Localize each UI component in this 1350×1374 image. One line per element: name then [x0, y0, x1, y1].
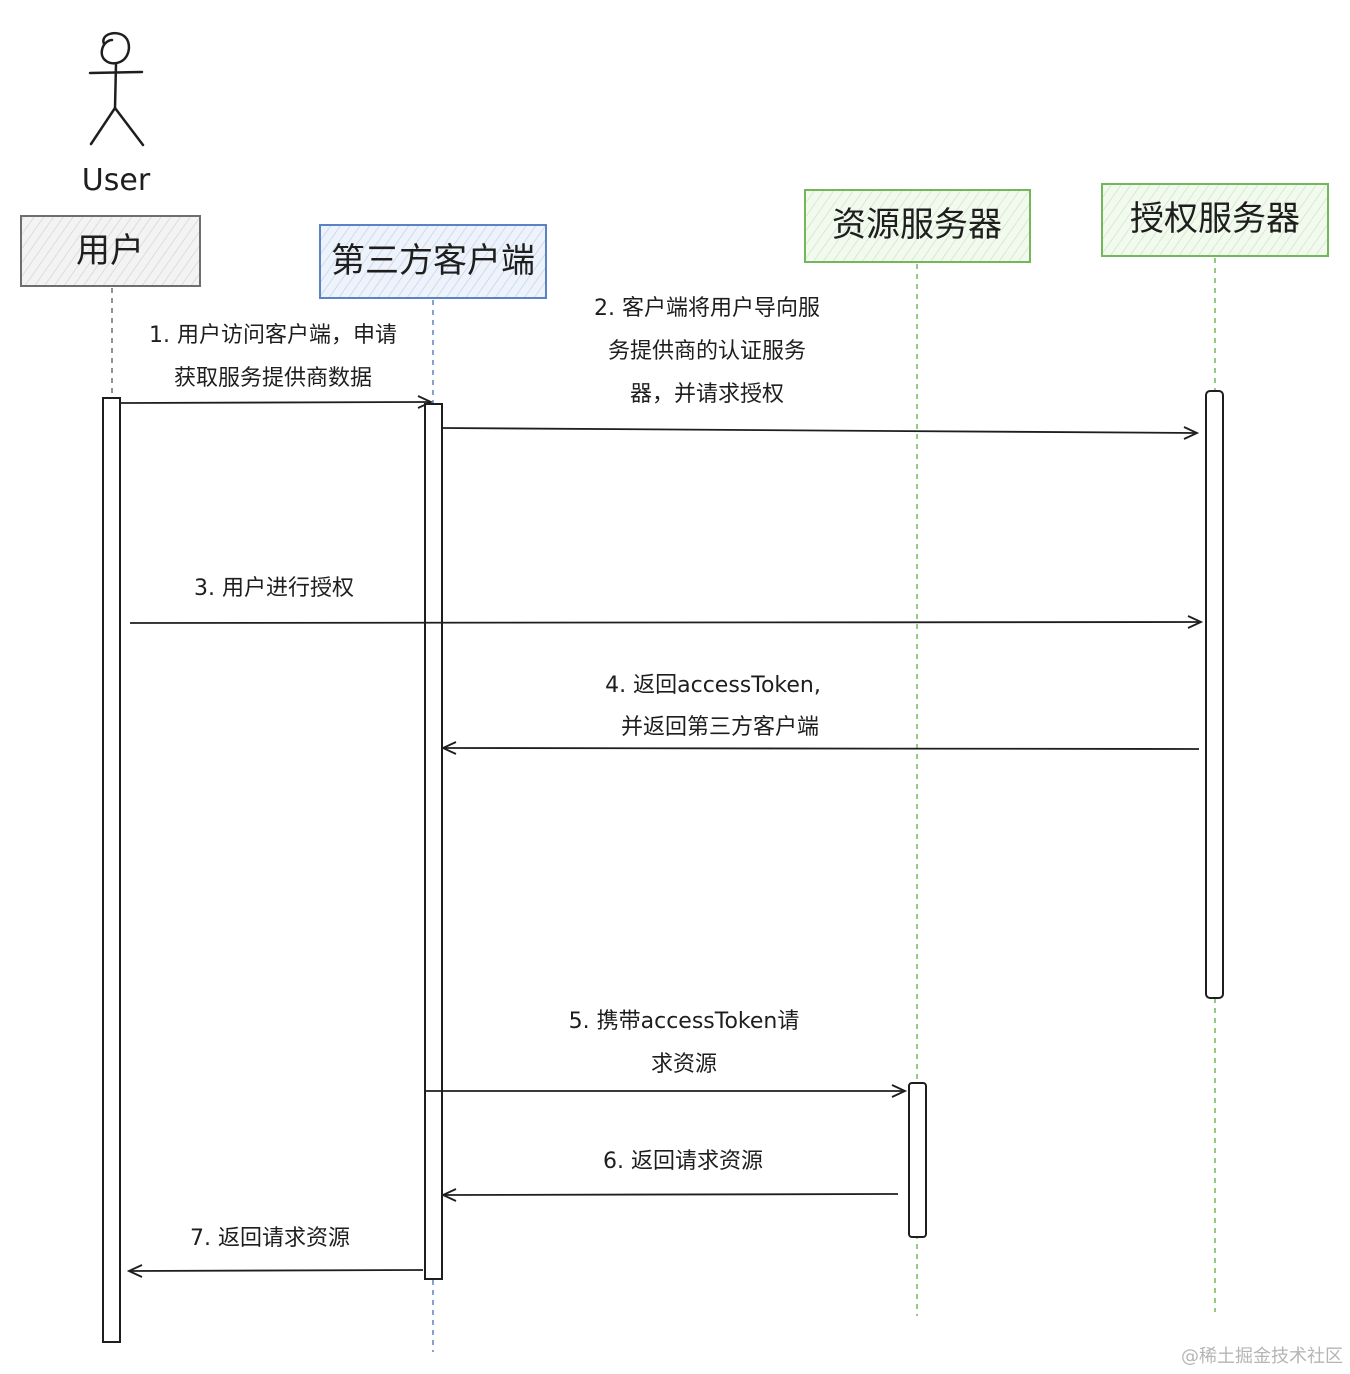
participant-label: 授权服务器 [1130, 199, 1300, 239]
arrowhead-icon [440, 1188, 457, 1202]
message-arrow [443, 747, 1200, 750]
arrowhead-icon [891, 1084, 908, 1098]
message-label: 7. 返回请求资源 [190, 1226, 350, 1251]
message-arrow [129, 621, 1201, 624]
message-label: 3. 用户进行授权 [194, 576, 354, 601]
actor-label: User [82, 163, 151, 198]
message-label: 6. 返回请求资源 [603, 1149, 763, 1174]
message-label: 务提供商的认证服务 [608, 339, 806, 364]
participant-label: 第三方客户端 [331, 241, 535, 281]
activation-bar-user [102, 397, 121, 1343]
message-arrow [129, 1269, 424, 1272]
arrowhead-icon [126, 1264, 143, 1278]
message-1: 1. 用户访问客户端，申请 获取服务提供商数据 [119, 323, 434, 409]
watermark: @稀土掘金技术社区 [1181, 1346, 1343, 1367]
message-arrow [443, 1193, 899, 1196]
participant-label: 资源服务器 [832, 205, 1002, 245]
message-arrow [441, 427, 1197, 434]
message-arrow [119, 401, 431, 404]
message-5: 5. 携带accessToken请 求资源 [425, 1009, 908, 1098]
message-label: 器，并请求授权 [630, 382, 784, 407]
arrowhead-icon [440, 741, 457, 755]
activation-bar-client [424, 403, 443, 1280]
participant-box [319, 224, 547, 299]
message-6: 6. 返回请求资源 [440, 1149, 899, 1202]
message-2: 2. 客户端将用户导向服 务提供商的认证服务 器，并请求授权 [441, 296, 1200, 440]
participant-user: 用户 [20, 215, 201, 287]
message-3: 3. 用户进行授权 [129, 576, 1204, 629]
participant-client: 第三方客户端 [319, 224, 547, 299]
message-label: 并返回第三方客户端 [621, 715, 819, 740]
message-label: 5. 携带accessToken请 [569, 1009, 800, 1034]
activation-bar-resource-server [908, 1082, 927, 1238]
arrowhead-icon [1183, 426, 1200, 440]
participant-resource-server: 资源服务器 [804, 189, 1031, 263]
arrowhead-icon [1187, 615, 1204, 629]
message-7: 7. 返回请求资源 [126, 1226, 424, 1278]
participant-box [20, 215, 201, 287]
message-label: 2. 客户端将用户导向服 [594, 296, 820, 321]
message-label: 求资源 [651, 1052, 717, 1077]
message-label: 1. 用户访问客户端，申请 [149, 323, 397, 348]
message-4: 4. 返回accessToken, 并返回第三方客户端 [440, 673, 1200, 755]
participant-box [1101, 183, 1329, 257]
stick-figure-icon [88, 32, 145, 147]
message-label: 4. 返回accessToken, [605, 673, 821, 698]
participant-auth-server: 授权服务器 [1101, 183, 1329, 257]
participant-box [804, 189, 1031, 263]
message-label: 获取服务提供商数据 [174, 366, 372, 391]
actor-user: User [82, 32, 151, 198]
activation-bar-auth-server [1205, 390, 1224, 999]
arrowhead-icon [417, 395, 434, 409]
participant-label: 用户 [76, 231, 144, 271]
